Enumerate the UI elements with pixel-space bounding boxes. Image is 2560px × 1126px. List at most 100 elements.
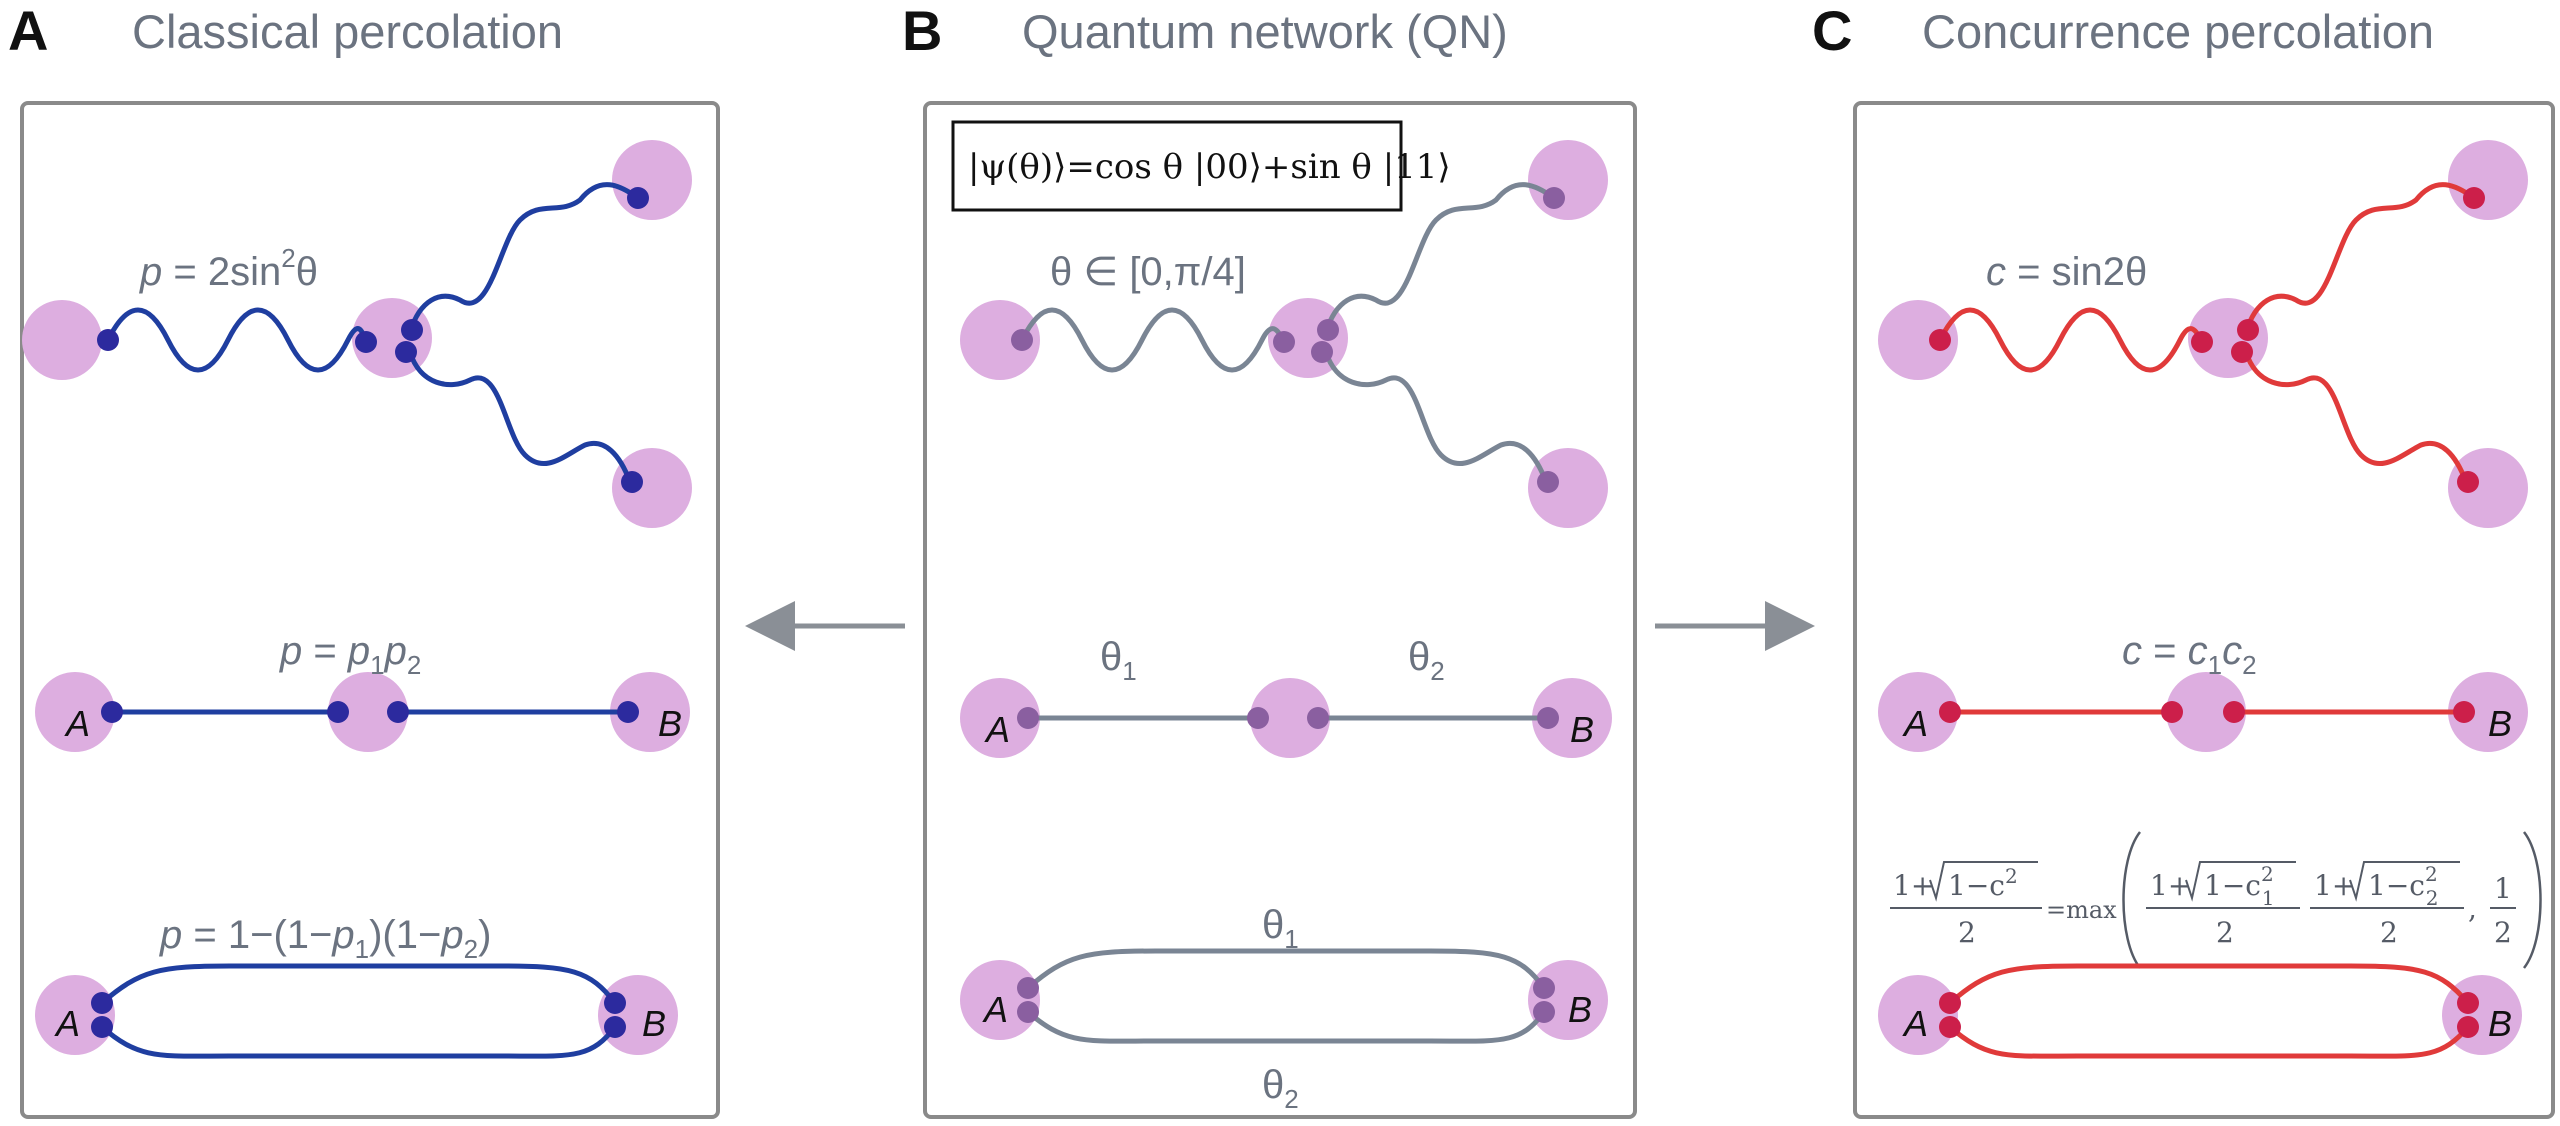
endpoint-dot bbox=[97, 329, 119, 351]
state-box bbox=[951, 120, 1403, 212]
star-network-b bbox=[960, 140, 1608, 528]
node-a bbox=[960, 960, 1040, 1040]
node-label-b: B bbox=[1568, 989, 1592, 1030]
half-denominator: 2 bbox=[2494, 916, 2512, 949]
node-top-right bbox=[1528, 140, 1608, 220]
endpoint-dot bbox=[2237, 319, 2259, 341]
parallel-network-a: A B bbox=[35, 963, 678, 1059]
panel-title-c: Concurrence percolation bbox=[1922, 5, 2434, 58]
endpoint-dot bbox=[91, 1016, 113, 1038]
endpoint-dot bbox=[327, 701, 349, 723]
parallel-network-b: A B bbox=[960, 948, 1608, 1044]
node-b bbox=[1532, 678, 1612, 758]
state-formula: |ψ(θ)⟩=cos θ |00⟩+sin θ |11⟩ bbox=[968, 147, 1451, 187]
endpoint-dot bbox=[2161, 701, 2183, 723]
endpoint-dot bbox=[2191, 331, 2213, 353]
star-network-a bbox=[22, 140, 692, 528]
endpoint-dot bbox=[1273, 331, 1295, 353]
wavy-edge-left bbox=[105, 307, 369, 373]
endpoint-dot bbox=[1247, 707, 1269, 729]
node-left bbox=[960, 300, 1040, 380]
node-middle bbox=[1250, 678, 1330, 758]
node-label-a: A bbox=[982, 989, 1008, 1030]
theta1-parallel: θ1 bbox=[1262, 903, 1299, 954]
wavy-edge-top bbox=[407, 182, 640, 333]
wavy-edge-bottom bbox=[2243, 351, 2469, 483]
node-a bbox=[35, 672, 115, 752]
node-top-right bbox=[2448, 140, 2528, 220]
wavy-edge-bottom bbox=[407, 351, 633, 483]
endpoint-dot bbox=[617, 701, 639, 723]
panel-b: B Quantum network (QN) |ψ(θ)⟩=cos θ |00⟩… bbox=[902, 0, 1637, 1119]
parallel-edge-lower bbox=[100, 1025, 617, 1059]
endpoint-dot bbox=[1537, 471, 1559, 493]
parallel-network-c: A B bbox=[1878, 963, 2522, 1059]
panel-letter-a: A bbox=[8, 0, 48, 62]
panel-a: A Classical percolation p = 2sin2θ bbox=[8, 0, 720, 1119]
chain-network-b: A B bbox=[960, 678, 1612, 758]
endpoint-dot bbox=[395, 341, 417, 363]
node-label-b: B bbox=[658, 703, 682, 744]
panel-frame-b bbox=[923, 101, 1637, 1119]
panel-c: C Concurrence percolation c = sin2θ bbox=[1812, 0, 2555, 1119]
endpoint-dot bbox=[1317, 319, 1339, 341]
node-b bbox=[2448, 672, 2528, 752]
parallel-edge-upper bbox=[1026, 948, 1547, 990]
node-label-a: A bbox=[54, 1003, 80, 1044]
endpoint-dot bbox=[2457, 992, 2479, 1014]
node-label-a: A bbox=[1902, 1003, 1928, 1044]
endpoint-dot bbox=[627, 187, 649, 209]
node-b bbox=[610, 672, 690, 752]
wavy-edge-top bbox=[2243, 182, 2476, 333]
formula-parallel-a: p = 1−(1−p1)(1−p2) bbox=[159, 913, 491, 964]
endpoint-dot bbox=[1939, 1016, 1961, 1038]
endpoint-dot bbox=[604, 992, 626, 1014]
left-paren bbox=[2122, 831, 2141, 969]
panel-title-a: Classical percolation bbox=[132, 5, 563, 58]
t2-numerator: 1+ bbox=[2314, 869, 2355, 902]
t2-denominator: 2 bbox=[2380, 916, 2398, 949]
panel-title-b: Quantum network (QN) bbox=[1022, 5, 1508, 58]
endpoint-dot bbox=[91, 992, 113, 1014]
endpoint-dot bbox=[1939, 701, 1961, 723]
equals-max: =max bbox=[2046, 896, 2117, 924]
endpoint-dot bbox=[1017, 977, 1039, 999]
endpoint-dot bbox=[1533, 1001, 1555, 1023]
formula-star-a: p = 2sin2θ bbox=[139, 243, 318, 294]
t1-denominator: 2 bbox=[2216, 916, 2234, 949]
endpoint-dot bbox=[1543, 187, 1565, 209]
node-bottom-right bbox=[1528, 448, 1608, 528]
node-middle bbox=[2166, 672, 2246, 752]
node-top-right bbox=[612, 140, 692, 220]
wavy-edge-top bbox=[1323, 182, 1556, 333]
endpoint-dot bbox=[2453, 701, 2475, 723]
chain-network-c: A B bbox=[1878, 672, 2528, 752]
panel-frame-a bbox=[20, 101, 720, 1119]
formula-chain-a: p = p1p2 bbox=[279, 629, 421, 680]
endpoint-dot bbox=[2457, 1016, 2479, 1038]
node-bottom-right bbox=[2448, 448, 2528, 528]
endpoint-dot bbox=[2463, 187, 2485, 209]
endpoint-dot bbox=[355, 331, 377, 353]
endpoint-dot bbox=[387, 701, 409, 723]
panel-letter-b: B bbox=[902, 0, 942, 62]
parallel-edge-lower bbox=[1026, 1010, 1547, 1044]
sqrt-sign bbox=[1929, 861, 2038, 902]
node-label-a: A bbox=[64, 703, 90, 744]
endpoint-dot bbox=[401, 319, 423, 341]
node-label-a: A bbox=[984, 709, 1010, 750]
t1-numerator: 1+ bbox=[2150, 869, 2191, 902]
node-label-b: B bbox=[2488, 1003, 2512, 1044]
endpoint-dot bbox=[1017, 1001, 1039, 1023]
comma: , bbox=[2468, 892, 2477, 925]
endpoint-dot bbox=[621, 471, 643, 493]
endpoint-dot bbox=[604, 1016, 626, 1038]
right-paren bbox=[2523, 831, 2542, 969]
lhs-denominator: 2 bbox=[1958, 916, 1976, 949]
formula-chain-c: c = c1c2 bbox=[2122, 629, 2257, 680]
node-label-b: B bbox=[2488, 703, 2512, 744]
